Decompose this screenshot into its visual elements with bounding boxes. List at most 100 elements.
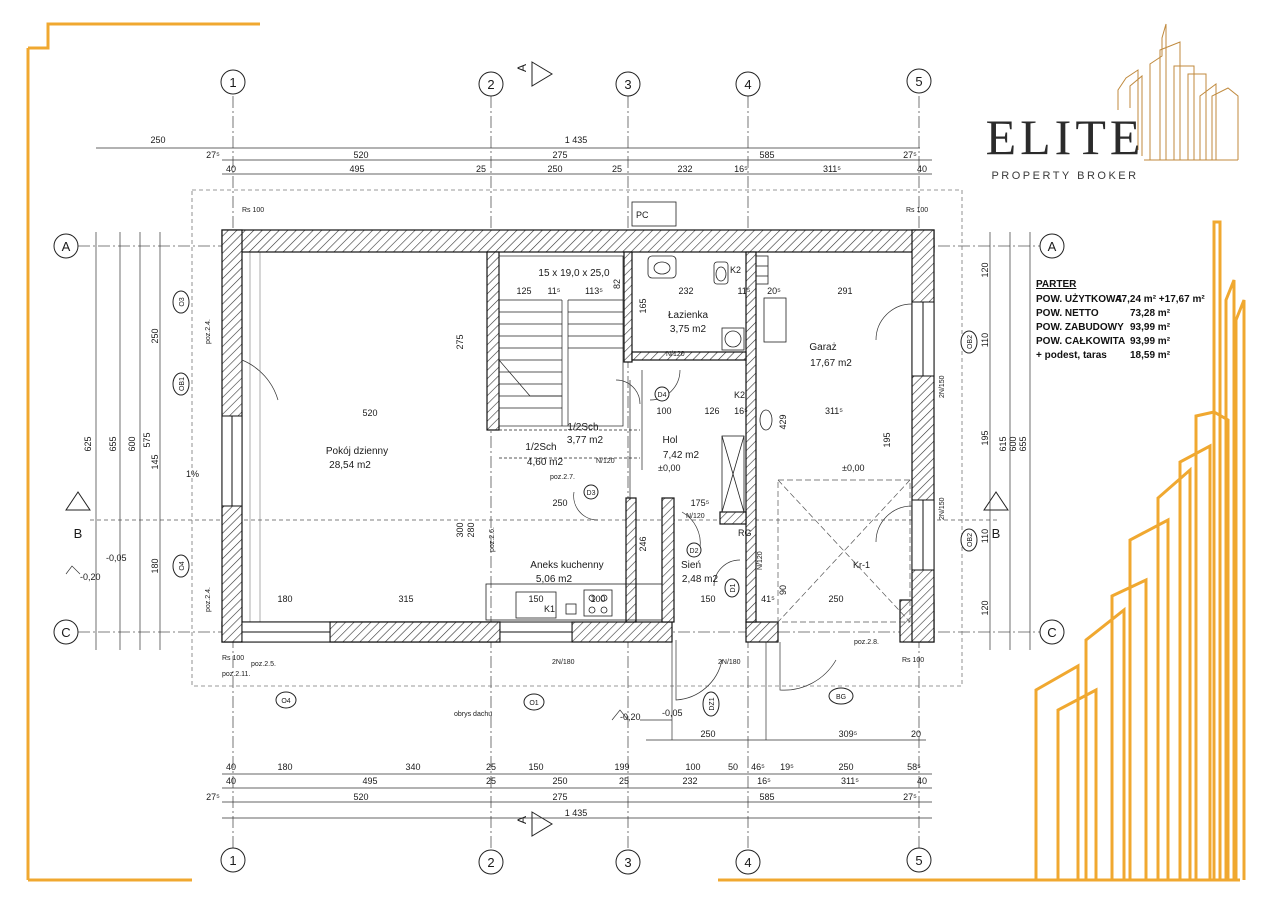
skyline-decoration-icon xyxy=(1034,220,1246,880)
room-living-area: 28,54 m2 xyxy=(329,460,371,471)
dim-top-left: 250 xyxy=(150,135,165,145)
section-label-A-top: A xyxy=(515,64,529,72)
level-zero-garage: ±0,00 xyxy=(842,463,864,473)
opening-label-5: 2N/150 xyxy=(939,375,946,398)
dim-bot1-0: 40 xyxy=(226,762,236,772)
poz-label-3: poz.2.6. xyxy=(489,527,496,552)
dim-bot1-7: 50 xyxy=(728,762,738,772)
dim-inner-5: 82 xyxy=(612,279,622,289)
dim-top3-8: 40 xyxy=(917,164,927,174)
axis-label-A-left: A xyxy=(62,239,71,254)
dim-top2-1: 520 xyxy=(353,150,368,160)
opening-label-4: N/120 xyxy=(757,551,764,570)
rg-label: RG xyxy=(738,528,752,538)
dim-inner-28: 280 xyxy=(466,522,476,537)
dim-bot1-3: 25 xyxy=(486,762,496,772)
dim-bot2-0: 40 xyxy=(226,776,236,786)
dim-bot1-2: 340 xyxy=(405,762,420,772)
summary-row: POW. CAŁKOWITA 93,99 m² xyxy=(1036,335,1226,349)
dim-top2-2: 275 xyxy=(552,150,567,160)
dim-inner-0: 520 xyxy=(362,408,377,418)
k2-label-hall: K2 xyxy=(734,390,745,400)
slope-label: 1% xyxy=(186,469,199,479)
dim-bot1-8: 46⁵ xyxy=(751,762,765,772)
roof-outline xyxy=(191,189,963,687)
dim-inner-13: 16⁵ xyxy=(734,406,748,416)
dim-bot3-1: 520 xyxy=(353,792,368,802)
k2-label-bath: K2 xyxy=(730,265,741,275)
dim-inner-19: 180 xyxy=(277,594,292,604)
axis-label-C-right: C xyxy=(1047,625,1056,640)
dim-bot1-1: 180 xyxy=(277,762,292,772)
level-entry-005: -0,05 xyxy=(662,708,683,718)
dim-bot1-11: 58⁵ xyxy=(907,762,921,772)
summary-row: POW. UŻYTKOWA 47,24 m² +17,67 m² xyxy=(1036,293,1226,307)
dim-top3-4: 25 xyxy=(612,164,622,174)
section-arrow-A-bottom xyxy=(531,811,553,837)
axis-label-3-top: 3 xyxy=(624,77,631,92)
axis-label-3-bottom: 3 xyxy=(624,855,631,870)
room-vestibule-name: Sień xyxy=(681,560,701,571)
summary-label: POW. NETTO xyxy=(1036,308,1099,319)
dimension-text: 1 435 250 27⁵ 520 275 585 27⁵ 40 495 25 … xyxy=(83,135,1028,818)
dim-top-total: 1 435 xyxy=(565,135,588,145)
rs-label-2: Rs 100 xyxy=(906,207,928,214)
dim-bot3-2: 275 xyxy=(552,792,567,802)
axis-label-2-top: 2 xyxy=(487,77,494,92)
bathroom-fixtures xyxy=(647,255,787,513)
window-tag-ob2-top: OB2 xyxy=(967,335,974,349)
dim-top2-3: 585 xyxy=(759,150,774,160)
decorative-frame xyxy=(26,22,1240,882)
dim-right-outer-1: 655 xyxy=(1018,436,1028,451)
axis-label-C-left: C xyxy=(61,625,70,640)
dim-left-part-1: 145 xyxy=(150,454,160,469)
room-hall-area: 7,42 m2 xyxy=(663,450,700,461)
poz-label-2: poz.2.4. xyxy=(205,587,212,612)
dim-bot-total: 1 435 xyxy=(565,808,588,818)
dim-bot2-2: 25 xyxy=(486,776,496,786)
summary-value: 93,99 m² xyxy=(1130,322,1171,333)
opening-label-2: N/120 xyxy=(596,458,615,465)
axis-label-B-right: B xyxy=(992,526,1001,541)
axis-bubble-3-bottom xyxy=(615,849,641,875)
dim-inner-22: 100 xyxy=(590,594,605,604)
summary-label: POW. CAŁKOWITA xyxy=(1036,336,1126,347)
dim-bot1-5: 199 xyxy=(614,762,629,772)
entrance-landings xyxy=(65,565,767,740)
exterior-walls xyxy=(221,229,935,643)
summary-row: POW. ZABUDOWY 93,99 m² xyxy=(1036,321,1226,335)
level-entry-020: -0,20 xyxy=(620,712,641,722)
dim-left-part-0: 250 xyxy=(150,328,160,343)
dim-inner-1: 275 xyxy=(455,334,465,349)
k1-label: K1 xyxy=(544,604,555,614)
door-tag-d1: D1 xyxy=(730,583,737,592)
dim-left-part-2: 180 xyxy=(150,558,160,573)
dim-left-inner-1: 575 xyxy=(142,432,152,447)
dim-inner-6: 165 xyxy=(638,298,648,313)
dim-top3-2: 25 xyxy=(476,164,486,174)
summary-label: + podest, taras xyxy=(1036,350,1107,361)
poz-label-7: poz.2.8. xyxy=(854,639,879,646)
room-kitchen-area: 5,06 m2 xyxy=(536,574,573,585)
rs-label-3: Rs 100 xyxy=(222,655,244,662)
window-tag-ob1: OB1 xyxy=(179,377,186,391)
axis-bubble-4-bottom xyxy=(735,849,761,875)
room-storage1-area: 3,77 m2 xyxy=(567,435,604,446)
room-garage-area: 17,67 m2 xyxy=(810,358,852,369)
axis-bubble-1-top xyxy=(220,69,246,95)
dim-inner-2: 125 xyxy=(516,286,531,296)
element-tags: O1 O3 OB1 O4 O4 OB2 OB2 D3 D2 D4 D1 DZ1 … xyxy=(172,290,978,717)
dim-bot2-1: 495 xyxy=(362,776,377,786)
summary-title: PARTER xyxy=(1036,279,1077,290)
section-arrow-B-left xyxy=(65,491,91,511)
pc-label: PC xyxy=(636,210,649,220)
dim-right-part-1: 110 xyxy=(980,333,990,347)
section-arrow-B-right xyxy=(983,491,1009,511)
window-tag-o3: O3 xyxy=(179,297,186,306)
door-tag-d2: D2 xyxy=(690,548,699,555)
dim-inner-15: 311⁵ xyxy=(825,406,843,416)
summary-value: 47,24 m² +17,67 m² xyxy=(1116,294,1205,305)
axis-bubble-4-top xyxy=(735,71,761,97)
dim-top2-4: 27⁵ xyxy=(903,150,917,160)
